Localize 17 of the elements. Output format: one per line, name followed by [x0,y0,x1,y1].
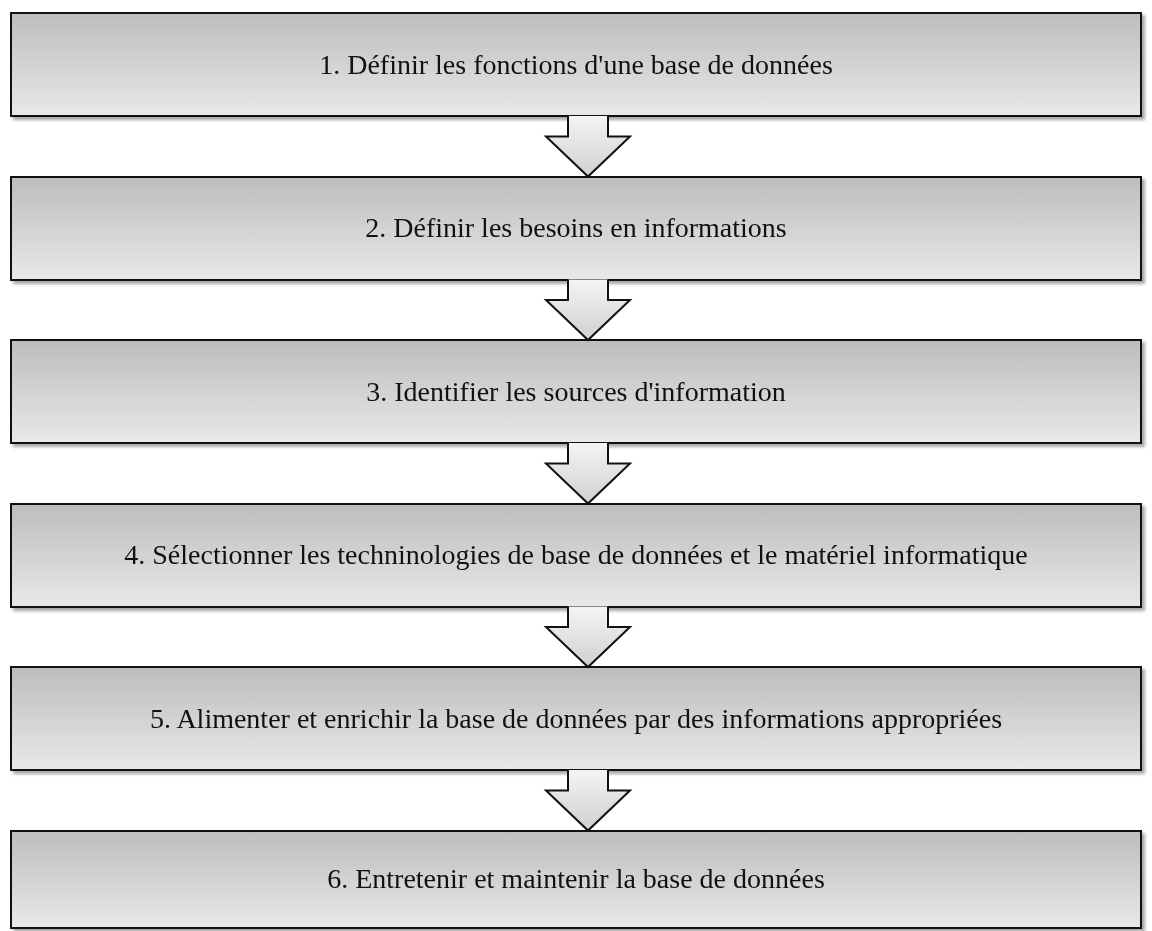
step-text: 2. Définir les besoins en informations [364,212,788,244]
step-text: 3. Identifier les sources d'information [365,375,787,408]
block-arrow [543,442,633,505]
process-box [10,829,1142,929]
process-box [10,666,1142,771]
block-arrow [543,115,633,178]
process-box [10,175,1142,281]
process-box [10,12,1142,117]
step-text: 6. Entretenir et maintenir la base de données [326,863,826,896]
step-text: 4. Sélectionner les techninologies de base de données et le matériel informatique [123,539,1029,571]
block-arrow [543,278,633,342]
block-arrow [543,605,633,669]
block-arrow [543,769,633,832]
process-box [10,339,1142,444]
step-text: 1. Définir les fonctions d'une base de données [318,48,834,81]
process-box [10,502,1142,608]
step-text: 5. Alimenter et enrichir la base de données par des informations appropriées [148,702,1004,735]
